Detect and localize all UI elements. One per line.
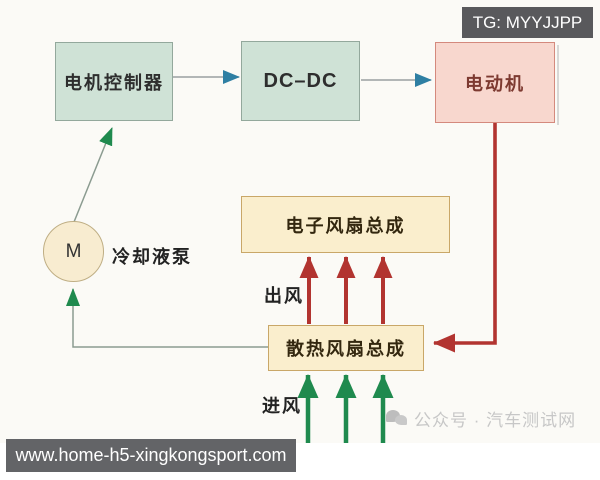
node-motor-controller-label: 电机控制器 (64, 72, 164, 93)
air-out-label: 出风 (264, 286, 304, 306)
tg-badge: TG: MYYJJPP (462, 7, 593, 38)
node-radiator-fan-assembly: 散热风扇总成 (268, 325, 424, 371)
air-in-label: 进风 (262, 396, 302, 416)
arrow-pump-to-controller (73, 127, 113, 223)
node-motor: 电动机 (435, 42, 555, 123)
node-electronic-fan-assembly-label: 电子风扇总成 (285, 215, 406, 236)
node-electronic-fan-assembly: 电子风扇总成 (241, 196, 450, 253)
pump-motor-symbol: M (65, 240, 82, 262)
node-motor-controller: 电机控制器 (55, 42, 173, 121)
url-badge-text: www.home-h5-xingkongsport.com (15, 445, 287, 465)
node-motor-label: 电动机 (465, 73, 525, 94)
node-dc-dc: DC–DC (241, 41, 360, 121)
node-pump-circle: M (43, 221, 104, 282)
node-radiator-fan-assembly-label: 散热风扇总成 (286, 339, 406, 359)
arrow-motor-to-radiator (433, 123, 497, 353)
url-badge: www.home-h5-xingkongsport.com (6, 439, 296, 472)
tg-badge-text: TG: MYYJJPP (472, 12, 583, 32)
wechat-watermark: 公众号 · 汽车测试网 (386, 406, 576, 431)
watermark-text: 公众号 · 汽车测试网 (414, 411, 577, 430)
air-in-arrows (297, 374, 394, 443)
wechat-icon (386, 409, 408, 428)
pump-label: 冷却液泵 (112, 247, 192, 267)
node-dc-dc-label: DC–DC (263, 69, 338, 92)
air-out-arrows (299, 256, 393, 324)
motor-box-shadow-artifact (557, 45, 559, 125)
arrow-radiator-to-pump-loop (66, 288, 268, 348)
